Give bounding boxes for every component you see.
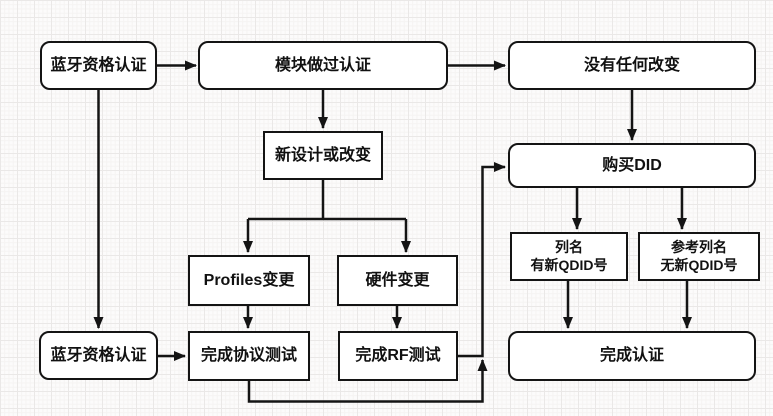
node-buy-did: 购买DID bbox=[508, 143, 756, 188]
node-profiles-change: Profiles变更 bbox=[188, 255, 310, 306]
node-complete-rf-test: 完成RF测试 bbox=[338, 331, 458, 381]
node-new-design-or-change: 新设计或改变 bbox=[263, 131, 383, 180]
node-listed-new-qdid: 列名 有新QDID号 bbox=[510, 232, 628, 281]
node-complete-protocol-test: 完成协议测试 bbox=[188, 331, 310, 381]
node-bluetooth-qualification-bottom: 蓝牙资格认证 bbox=[39, 331, 158, 380]
node-reference-listed-no-new-qdid: 参考列名 无新QDID号 bbox=[638, 232, 760, 281]
node-bluetooth-qualification-top: 蓝牙资格认证 bbox=[40, 41, 157, 90]
node-no-change: 没有任何改变 bbox=[508, 41, 756, 90]
edge-rf-to-buydid bbox=[458, 162, 506, 358]
edge-newdesign-split bbox=[248, 180, 406, 221]
node-hardware-change: 硬件变更 bbox=[337, 255, 458, 306]
node-module-certified: 模块做过认证 bbox=[198, 41, 448, 90]
node-complete-certification: 完成认证 bbox=[508, 331, 756, 381]
